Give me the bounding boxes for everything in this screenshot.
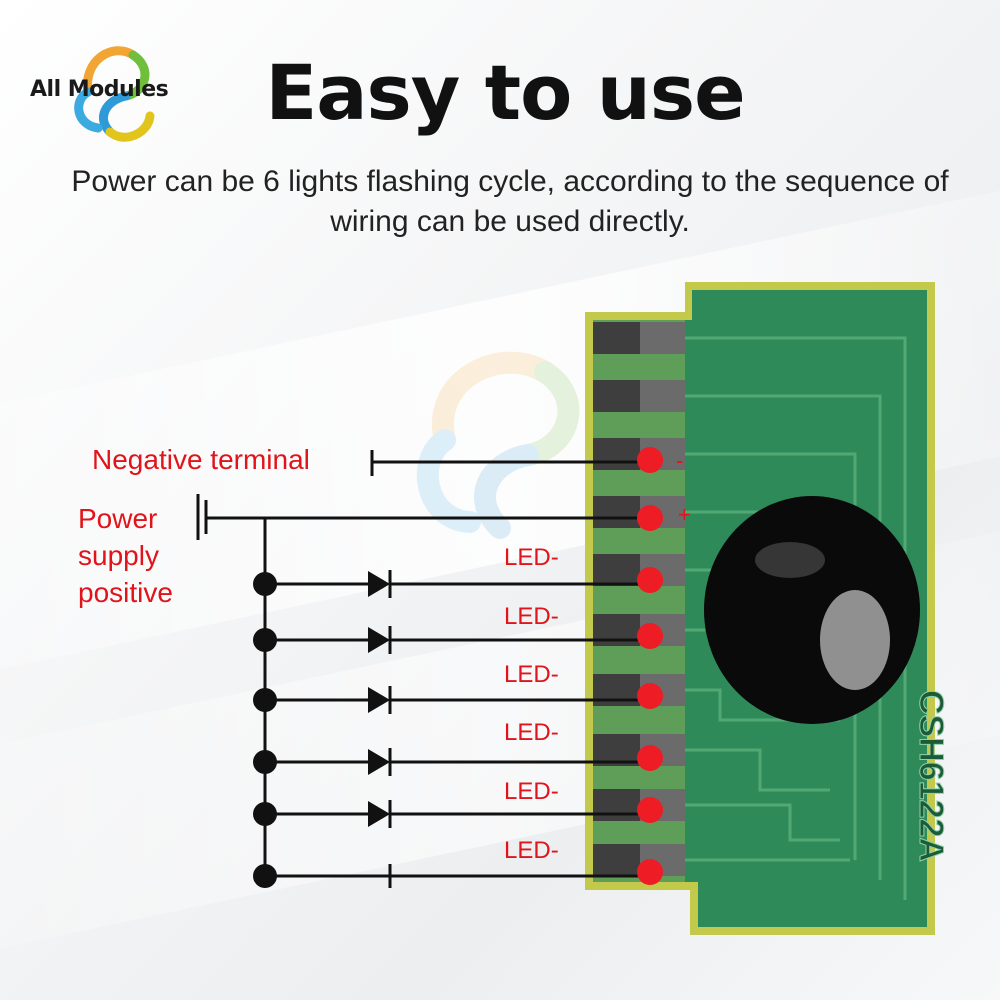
pcb-pad [593,496,685,528]
pcb-traces [680,336,907,900]
led-label-2: LED- [504,603,559,630]
led-label-1: LED- [504,544,559,571]
led-label-5: LED- [504,778,559,805]
positive-terminal-dot [637,505,663,531]
led-terminal-dot [637,745,663,771]
led-branch-1 [253,570,650,598]
led-branch-6 [253,864,650,888]
negative-sign: - [676,448,684,473]
watermark-logo-icon [416,351,580,539]
brand-name: All Modules [30,77,169,102]
board-marking: CSH6122A [912,690,950,862]
negative-terminal-dot [637,447,663,473]
led-terminal-dot [637,623,663,649]
diode-icon [368,571,390,597]
led-terminal-dot [637,797,663,823]
chip-epoxy-blob [704,496,920,724]
led-label-3: LED- [504,661,559,688]
led-terminal-dot [637,859,663,885]
led-branch-2 [253,626,650,654]
brand-logo-icon [74,46,155,142]
diode-icon [368,749,390,775]
led-label-4: LED- [504,719,559,746]
led-branch-group [253,570,650,888]
led-branch-3 [253,686,650,714]
led-branch-4 [253,748,650,776]
pcb-pad [593,322,685,354]
positive-sign: + [678,502,691,527]
negative-terminal-label: Negative terminal [92,444,310,475]
page-subtitle: Power can be 6 lights flashing cycle, ac… [71,165,949,238]
led-branch-5 [253,800,650,828]
power-supply-positive-label: Power supply positive [78,503,173,608]
page-title: Easy to use [265,48,745,137]
diode-icon [368,687,390,713]
pcb-pad [593,380,685,412]
led-terminal-dot [637,683,663,709]
diode-icon [368,801,390,827]
led-label-6: LED- [504,837,559,864]
diode-icon [368,627,390,653]
led-terminal-dot [637,567,663,593]
led-terminal-dots [637,567,663,885]
